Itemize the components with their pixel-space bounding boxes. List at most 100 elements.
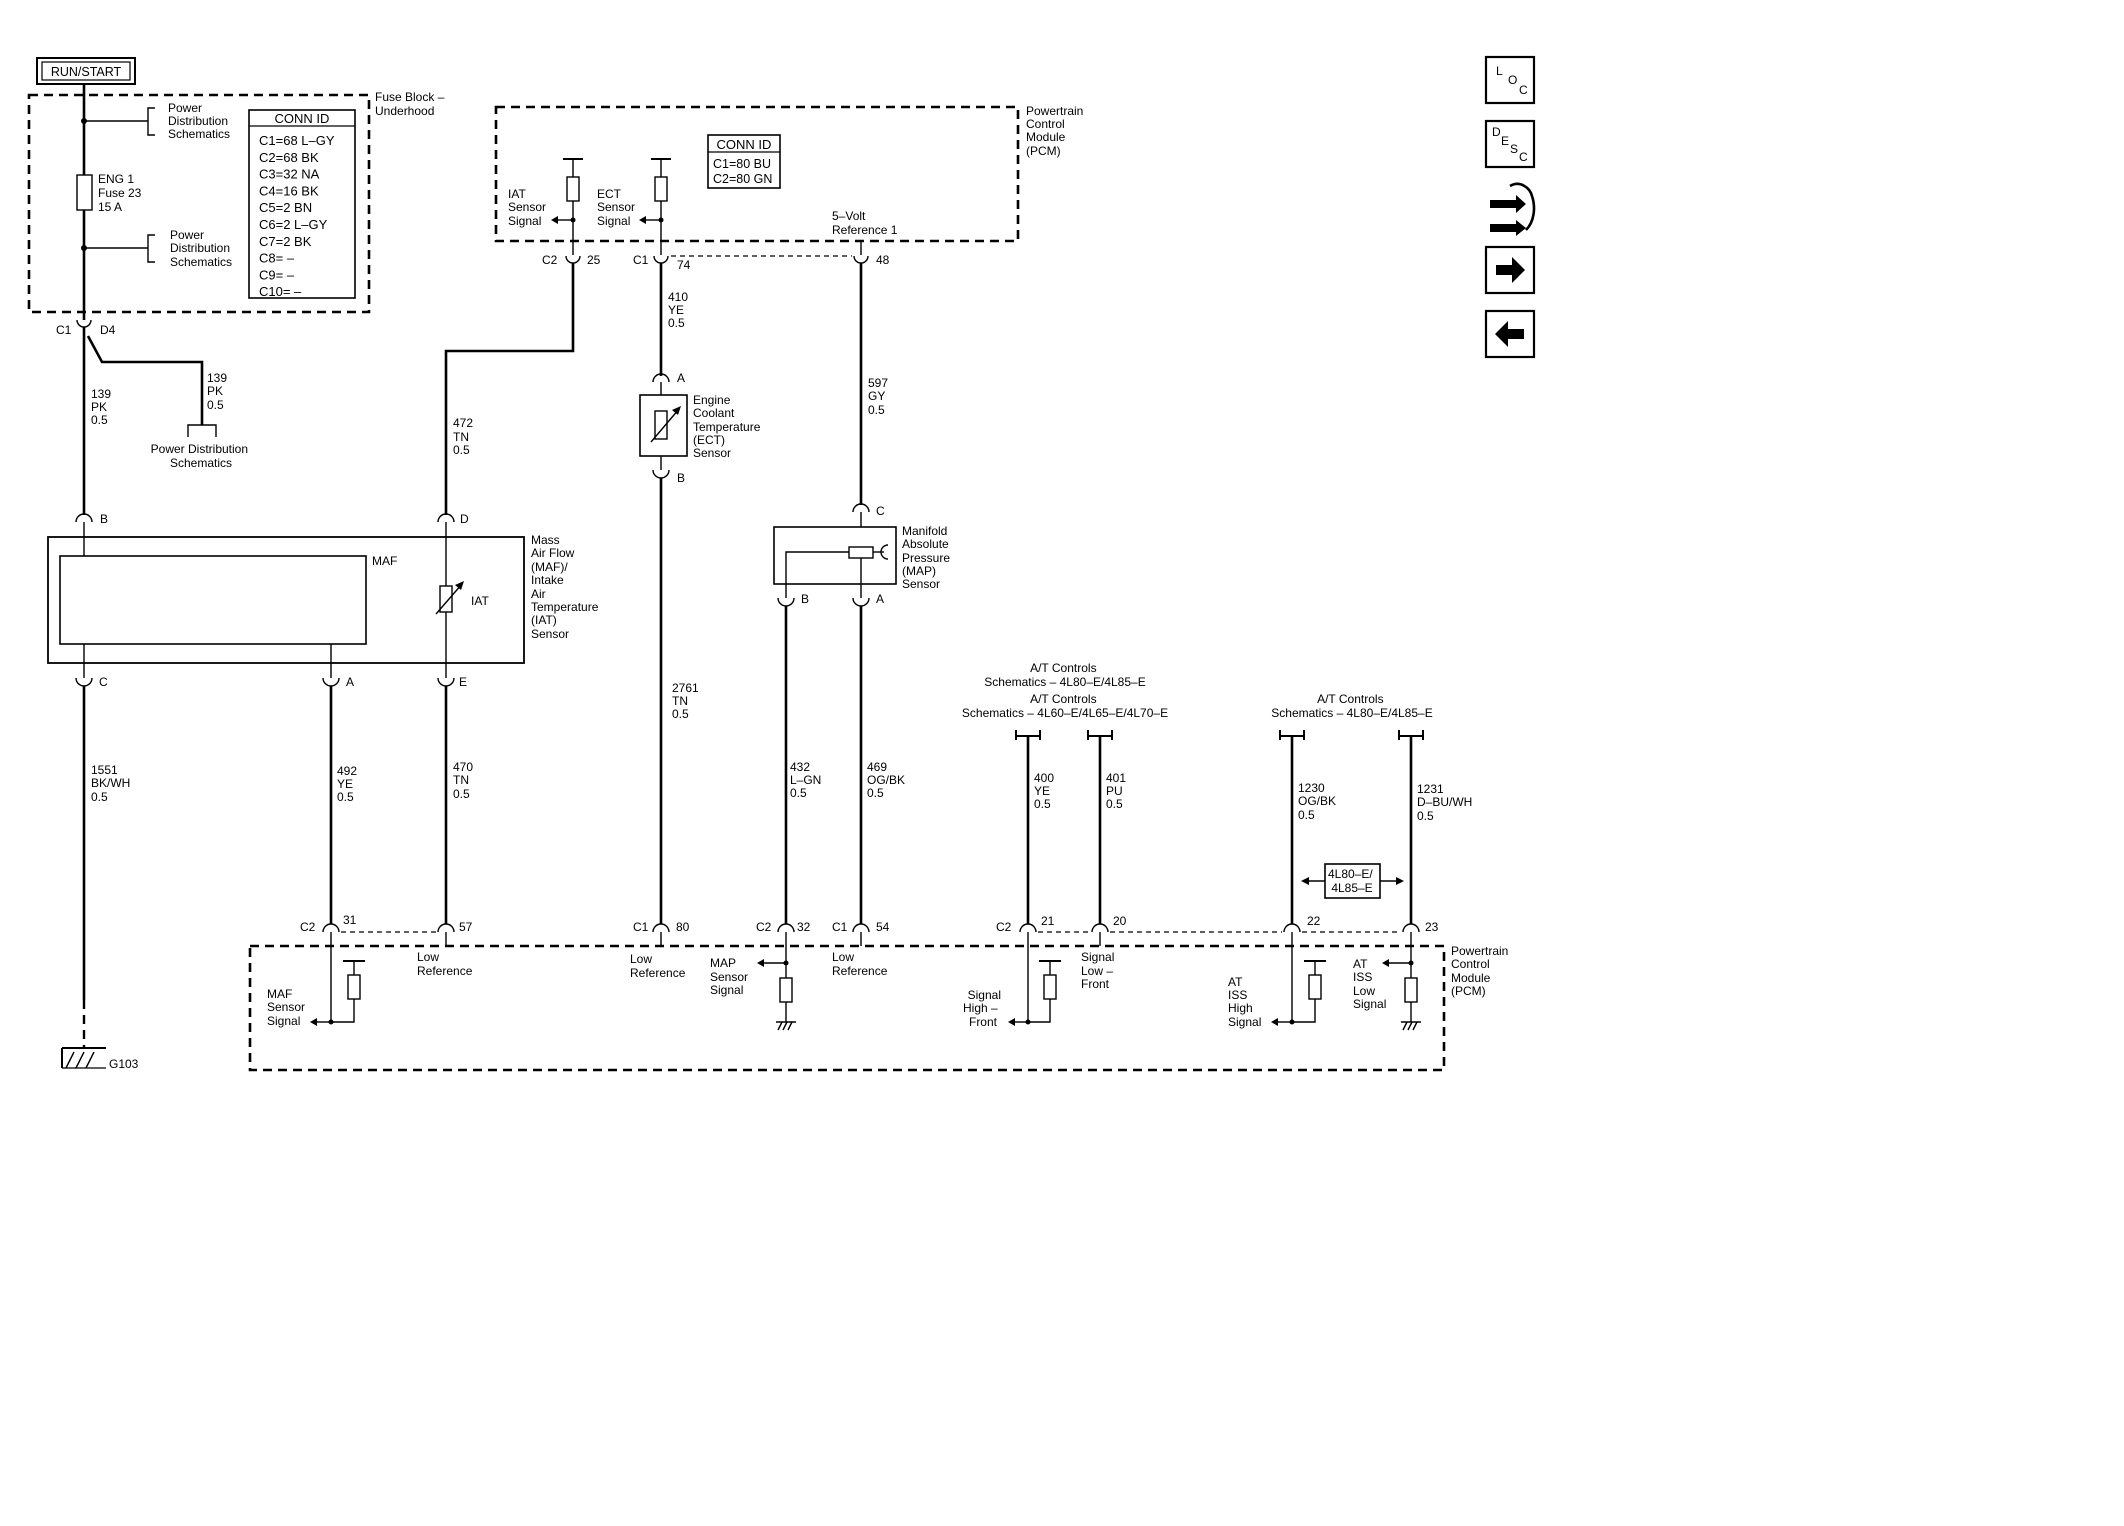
wire-469-label: 469 OG/BK 0.5 bbox=[867, 760, 908, 800]
svg-text:57: 57 bbox=[459, 920, 473, 934]
wire-1551-label: 1551 BK/WH 0.5 bbox=[91, 763, 134, 804]
svg-text:C1: C1 bbox=[832, 920, 848, 934]
svg-text:48: 48 bbox=[876, 253, 890, 267]
conn-id-row: C4=16 BK bbox=[259, 183, 319, 198]
ect-sensor-label: Engine Coolant Temperature (ECT) Sensor bbox=[693, 393, 764, 460]
conn-id-row: C7=2 BK bbox=[259, 234, 312, 249]
back-arrow-icon[interactable] bbox=[1484, 309, 1536, 359]
at-iss-low-signal-label: AT ISS Low Signal bbox=[1353, 957, 1386, 1011]
wire-2761-label: 2761 TN 0.5 bbox=[672, 681, 702, 721]
svg-text:22: 22 bbox=[1307, 914, 1321, 928]
wire-492-label: 492 YE 0.5 bbox=[337, 764, 360, 804]
fuse-label: ENG 1 Fuse 23 15 A bbox=[98, 172, 145, 214]
maf-iat-sensor: MAF IAT B D C A E bbox=[47, 512, 525, 689]
map-sensor-label: Manifold Absolute Pressure (MAP) Sensor bbox=[902, 524, 953, 591]
fuse-symbol bbox=[76, 174, 93, 211]
svg-text:C1: C1 bbox=[633, 253, 649, 267]
pcm-conn-id-table: CONN ID C1=80 BU C2=80 GN bbox=[707, 134, 781, 189]
wire-472 bbox=[444, 263, 575, 515]
connector-icon[interactable] bbox=[1490, 182, 1536, 236]
svg-text:B: B bbox=[677, 471, 685, 485]
pdist-branch-wire bbox=[86, 335, 204, 425]
wire-410-label: 410 YE 0.5 bbox=[668, 290, 691, 330]
splice-connector bbox=[76, 319, 92, 328]
wire-400-label: 400 YE 0.5 bbox=[1034, 771, 1057, 811]
at-controls-4l80-left[interactable]: A/T Controls Schematics – 4L80–E/4L85–E bbox=[984, 661, 1145, 689]
pcm-bottom-connectors: C2 31 57 C1 80 C2 32 C1 54 C2 21 20 22 2… bbox=[300, 913, 1439, 934]
pcm-top-title: Powertrain Control Module (PCM) bbox=[1026, 104, 1087, 158]
fuse-block-conn-id-table: CONN ID C1=68 L–GY C2=68 BK C3=32 NAC4=16 … bbox=[248, 109, 356, 299]
map-sensor: C B A bbox=[773, 503, 897, 607]
svg-text:80: 80 bbox=[676, 920, 690, 934]
maf-sensor-signal-label: MAF Sensor Signal bbox=[267, 987, 308, 1028]
svg-text:C1: C1 bbox=[56, 323, 72, 337]
at-controls-4l80-right[interactable]: A/T Controls Schematics – 4L80–E/4L85–E bbox=[1271, 692, 1432, 720]
svg-text:31: 31 bbox=[343, 913, 357, 927]
conn-id-row: C1=68 L–GY bbox=[259, 133, 335, 148]
wire-139-a-label: 139 PK 0.5 bbox=[91, 387, 114, 427]
svg-text:RUN/START: RUN/START bbox=[51, 65, 122, 79]
svg-text:4L80–E/ 4L85–E: 4L80–E/ 4L85–E bbox=[1328, 867, 1376, 895]
map-sensor-signal-label: MAP Sensor Signal bbox=[710, 956, 751, 997]
fuse-block-outline bbox=[27, 93, 371, 314]
pdist-top-label[interactable]: Power Distribution Schematics bbox=[168, 101, 231, 141]
svg-text:C: C bbox=[1519, 150, 1528, 164]
svg-text:74: 74 bbox=[677, 258, 691, 272]
conn-id-row: C2=68 BK bbox=[259, 150, 319, 165]
svg-text:CONN ID: CONN ID bbox=[717, 137, 772, 152]
svg-text:21: 21 bbox=[1041, 914, 1055, 928]
wire-470-label: 470 TN 0.5 bbox=[453, 760, 476, 801]
signal-low-front-label: Signal Low – Front bbox=[1081, 950, 1118, 991]
svg-text:C: C bbox=[1519, 83, 1528, 97]
svg-text:C2: C2 bbox=[996, 920, 1012, 934]
wire-597-label: 597 GY 0.5 bbox=[868, 376, 891, 417]
wiring-diagram: RUN/START Fuse Block – Underhood Power D… bbox=[27, 55, 1536, 1072]
pcm-top-outline bbox=[494, 105, 1020, 243]
conn-id-row: C10= – bbox=[259, 284, 302, 299]
svg-text:A: A bbox=[876, 592, 884, 606]
svg-text:C2: C2 bbox=[542, 253, 558, 267]
fuse-block-title: Fuse Block – Underhood bbox=[375, 90, 448, 118]
pdist-bottom-label[interactable]: Power Distribution Schematics bbox=[151, 442, 252, 470]
svg-text:C1: C1 bbox=[633, 920, 649, 934]
low-reference-2-label: Low Reference bbox=[630, 952, 686, 980]
wire-401-label: 401 PU 0.5 bbox=[1106, 771, 1129, 811]
wire-139-b-label: 139 PK 0.5 bbox=[207, 371, 230, 412]
svg-text:D4: D4 bbox=[100, 323, 116, 337]
at-controls-4l60[interactable]: A/T Controls Schematics – 4L60–E/4L65–E/… bbox=[962, 692, 1168, 720]
svg-text:C2=80 GN: C2=80 GN bbox=[713, 172, 772, 186]
svg-text:C: C bbox=[99, 675, 108, 689]
wire-472-label: 472 TN 0.5 bbox=[453, 416, 476, 457]
forward-arrow-icon[interactable] bbox=[1484, 245, 1536, 295]
conn-id-row: C8= – bbox=[259, 251, 295, 266]
wire-1230-label: 1230 OG/BK 0.5 bbox=[1298, 781, 1339, 822]
svg-text:25: 25 bbox=[587, 253, 601, 267]
svg-text:B: B bbox=[801, 592, 809, 606]
svg-text:O: O bbox=[1508, 73, 1517, 87]
at-iss-high-signal-label: AT ISS High Signal bbox=[1228, 975, 1261, 1029]
svg-text:CONN ID: CONN ID bbox=[275, 111, 330, 126]
svg-text:A: A bbox=[346, 675, 354, 689]
svg-text:L: L bbox=[1496, 64, 1503, 78]
conn-id-row: C6=2 L–GY bbox=[259, 217, 328, 232]
option-4l80-4l85: 4L80–E/ 4L85–E bbox=[1301, 863, 1404, 899]
signal-high-front-label: Signal High – Front bbox=[963, 988, 1004, 1029]
svg-text:C2: C2 bbox=[300, 920, 316, 934]
svg-text:S: S bbox=[1510, 142, 1518, 156]
svg-text:C2: C2 bbox=[756, 920, 772, 934]
pdist-mid-label[interactable]: Power Distribution Schematics bbox=[170, 228, 233, 269]
svg-text:23: 23 bbox=[1425, 920, 1439, 934]
loc-icon[interactable]: L O C bbox=[1484, 55, 1536, 105]
conn-id-row: C3=32 NA bbox=[259, 167, 320, 182]
desc-icon[interactable]: D E S C bbox=[1484, 119, 1536, 169]
svg-text:A: A bbox=[677, 371, 685, 385]
pcm-bottom-outline bbox=[248, 944, 1446, 1072]
svg-text:32: 32 bbox=[797, 920, 811, 934]
wire-432-label: 432 L–GN 0.5 bbox=[790, 760, 825, 800]
conn-id-row: C5=2 BN bbox=[259, 200, 312, 215]
svg-text:20: 20 bbox=[1113, 914, 1127, 928]
svg-text:E: E bbox=[1501, 134, 1509, 148]
svg-text:E: E bbox=[459, 675, 467, 689]
conn-id-row: C9= – bbox=[259, 267, 295, 282]
wire-1231-label: 1231 D–BU/WH 0.5 bbox=[1417, 782, 1476, 823]
